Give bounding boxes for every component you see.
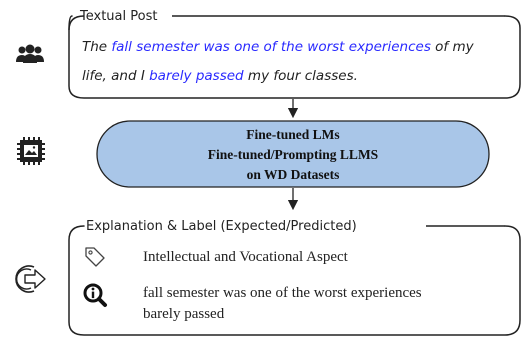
tag-icon — [85, 247, 105, 267]
post-line-1-seg-1: fall semester was one of the worst exper… — [111, 39, 430, 55]
output-title: Explanation & Label (Expected/Predicted) — [86, 219, 357, 234]
model-line-1: Fine-tuned LMs — [246, 127, 339, 142]
post-line-1-seg-2: of my — [431, 39, 475, 55]
model-box: Fine-tuned LMs Fine-tuned/Prompting LLMS… — [96, 120, 490, 188]
model-box-shape — [96, 120, 490, 188]
output-frame — [68, 225, 521, 336]
post-line-1-seg-0: The — [82, 39, 111, 55]
post-line-2: life, and I barely passed my four classe… — [82, 68, 358, 84]
post-line-2-seg-0: life, and I — [82, 68, 149, 84]
output-box: Explanation & Label (Expected/Predicted)… — [68, 219, 521, 336]
textual-post-box: Textual Post The fall semester was one o… — [68, 9, 521, 99]
post-line-2-seg-1: barely passed — [149, 68, 244, 84]
post-line-2-seg-2: my four classes. — [244, 68, 358, 84]
post-frame — [68, 15, 521, 99]
explanation-line-2: barely passed — [143, 306, 225, 322]
label-text: Intellectual and Vocational Aspect — [143, 249, 349, 265]
model-line-2: Fine-tuned/Prompting LLMS — [208, 147, 378, 162]
users-icon — [16, 44, 44, 63]
export-arrow-icon — [15, 265, 46, 293]
post-title: Textual Post — [79, 9, 157, 24]
post-frame-top-left — [68, 15, 85, 31]
search-info-icon — [83, 283, 107, 307]
model-line-3: on WD Datasets — [247, 167, 340, 182]
chip-icon — [17, 137, 45, 165]
explanation-line-1: fall semester was one of the worst exper… — [143, 285, 422, 301]
post-line-1: The fall semester was one of the worst e… — [82, 39, 475, 55]
